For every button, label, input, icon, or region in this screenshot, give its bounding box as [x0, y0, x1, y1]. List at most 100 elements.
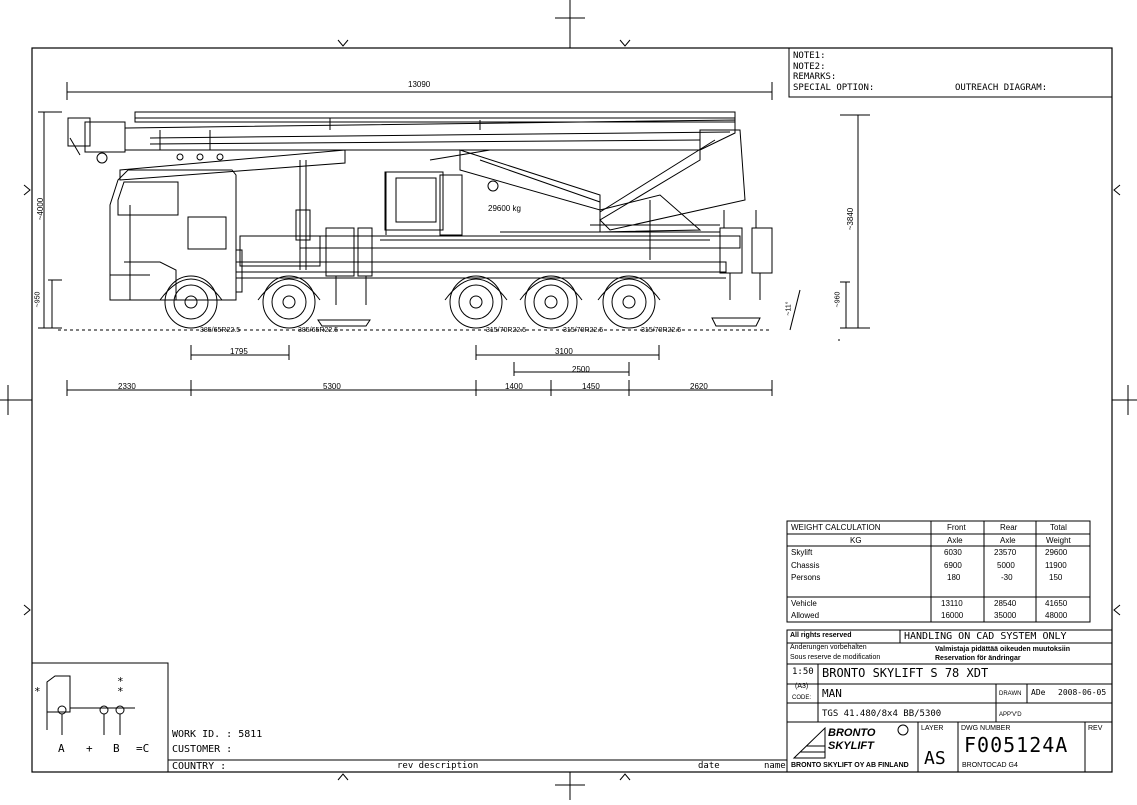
weight-row-front: 16000 — [941, 611, 964, 620]
weight-sub-front: Axle — [947, 536, 963, 545]
weight-row-rear: 23570 — [994, 548, 1017, 557]
weight-table-grid — [786, 520, 1091, 623]
logo-skylift: SKYLIFT — [828, 740, 874, 752]
chassis-make: MAN — [822, 687, 842, 700]
legend-a: A — [58, 742, 65, 755]
right-height-dimensions — [789, 114, 870, 341]
weight-row-label: Persons — [791, 573, 821, 582]
weight-unit-label: KG — [850, 536, 862, 545]
weight-sub-total: Weight — [1046, 536, 1071, 545]
logo-bronto: BRONTO — [828, 727, 876, 739]
dim-1795: 1795 — [230, 347, 248, 356]
weight-row-front: 180 — [947, 573, 961, 582]
cad-system: BRONTOCAD G4 — [962, 762, 1018, 769]
weight-row-label: Allowed — [791, 611, 820, 620]
work-id: WORK ID. : 5811 — [172, 729, 263, 740]
wheel-5 — [602, 275, 656, 329]
scale-value: 1:50 — [792, 667, 814, 677]
dim-950: ~950 — [34, 291, 42, 308]
dim-2330: 2330 — [118, 382, 136, 391]
legend-eq-c: =C — [136, 742, 150, 755]
tyre-label-5: 315/70R22.5 — [641, 327, 682, 334]
special-option-label: SPECIAL OPTION: — [793, 83, 875, 93]
drawing-date: 2008-06-05 — [1058, 688, 1107, 697]
bronto-logo — [792, 724, 909, 759]
note2-label: NOTE2: — [793, 62, 826, 72]
drawn-label: DRAWN — [999, 691, 1022, 697]
layer-label: LAYER — [921, 725, 944, 732]
left-height-dimensions — [38, 111, 62, 329]
weight-row-rear: 5000 — [997, 561, 1015, 570]
drawing-frame — [31, 47, 1113, 773]
chassis-model: TGS 41.480/8x4 BB/5300 — [822, 709, 942, 719]
dim-1450: 1450 — [582, 382, 600, 391]
company-name: BRONTO SKYLIFT OY AB FINLAND — [791, 762, 909, 769]
tyre-label-4: 315/70R22.5 — [563, 327, 604, 334]
weight-row-rear: 28540 — [994, 599, 1017, 608]
basket — [67, 117, 91, 147]
cab-outline — [109, 169, 237, 301]
reserved-line-1: Valmistaja pidättää oikeuden muutoksiin — [935, 646, 1070, 653]
drawing-title: BRONTO SKYLIFT S 78 XDT — [822, 666, 989, 680]
country-label: COUNTRY : — [172, 761, 227, 772]
weight-row-label: Skylift — [791, 548, 813, 557]
handling-notice: HANDLING ON CAD SYSTEM ONLY — [904, 631, 1067, 642]
dim-angle: ~11° — [785, 301, 793, 316]
scale-sub: (A3) — [795, 683, 809, 690]
code-label: CODE: — [792, 695, 812, 701]
wheel-3 — [449, 275, 503, 329]
weight-col-front: Front — [947, 523, 966, 532]
outreach-label: OUTREACH DIAGRAM: — [955, 83, 1048, 93]
weight-row-total: 150 — [1049, 573, 1063, 582]
date-label: date — [698, 761, 720, 771]
notes-box — [788, 47, 1113, 98]
weight-col-rear: Rear — [1000, 523, 1018, 532]
approved-label: APP'V'D — [999, 712, 1022, 718]
rev-label: REV — [1088, 725, 1103, 732]
weight-row-label: Chassis — [791, 561, 820, 570]
tyre-label-2: 385/65R22.5 — [298, 327, 339, 334]
dim-2500: 2500 — [572, 365, 590, 374]
weight-row-front: 6030 — [944, 548, 962, 557]
reserved-line-2: Reservation för ändringar — [935, 655, 1021, 662]
wheel-1 — [164, 275, 218, 329]
wheel-4 — [524, 275, 578, 329]
dim-height-2: ~3840 — [846, 207, 856, 231]
weight-row-label: Vehicle — [791, 599, 817, 608]
weight-row-total: 41650 — [1045, 599, 1068, 608]
wheel-2 — [262, 275, 316, 329]
name-label: name — [764, 761, 786, 771]
dim-height: ~4000 — [36, 197, 46, 221]
weight-row-rear: 35000 — [994, 611, 1017, 620]
skylift-weight-label: 29600 kg — [488, 204, 521, 213]
remarks-label: REMARKS: — [793, 72, 837, 82]
dim-2620: 2620 — [690, 382, 708, 391]
title-block-grid — [786, 629, 1113, 773]
weight-row-total: 29600 — [1045, 548, 1068, 557]
rights-line-1: All rights reserved — [790, 632, 852, 639]
rights-line-3: Sous reserve de modification — [790, 654, 881, 661]
legend-star-front: * — [34, 685, 41, 698]
legend-star-rear-1: * — [117, 675, 124, 688]
weight-row-total: 11900 — [1045, 561, 1067, 570]
tyre-label-1: 385/65R22.5 — [200, 327, 241, 334]
legend-star-rear-2: * — [117, 685, 124, 698]
dwg-number-label: DWG NUMBER — [961, 725, 1011, 732]
tyre-label-3: 315/70R22.5 — [486, 327, 527, 334]
weight-col-total: Total — [1050, 523, 1067, 532]
weight-sub-rear: Axle — [1000, 536, 1016, 545]
truck-drawing — [67, 111, 773, 327]
legend-b: B — [113, 742, 120, 755]
weight-row-total: 48000 — [1045, 611, 1068, 620]
axle-dimensions — [66, 345, 773, 396]
layer-value: AS — [924, 748, 946, 769]
dim-1400: 1400 — [505, 382, 523, 391]
weight-row-front: 13110 — [941, 599, 963, 608]
wheels — [159, 275, 661, 329]
dim-960: ~960 — [834, 291, 842, 308]
note1-label: NOTE1: — [793, 51, 826, 61]
dim-3100: 3100 — [555, 347, 573, 356]
